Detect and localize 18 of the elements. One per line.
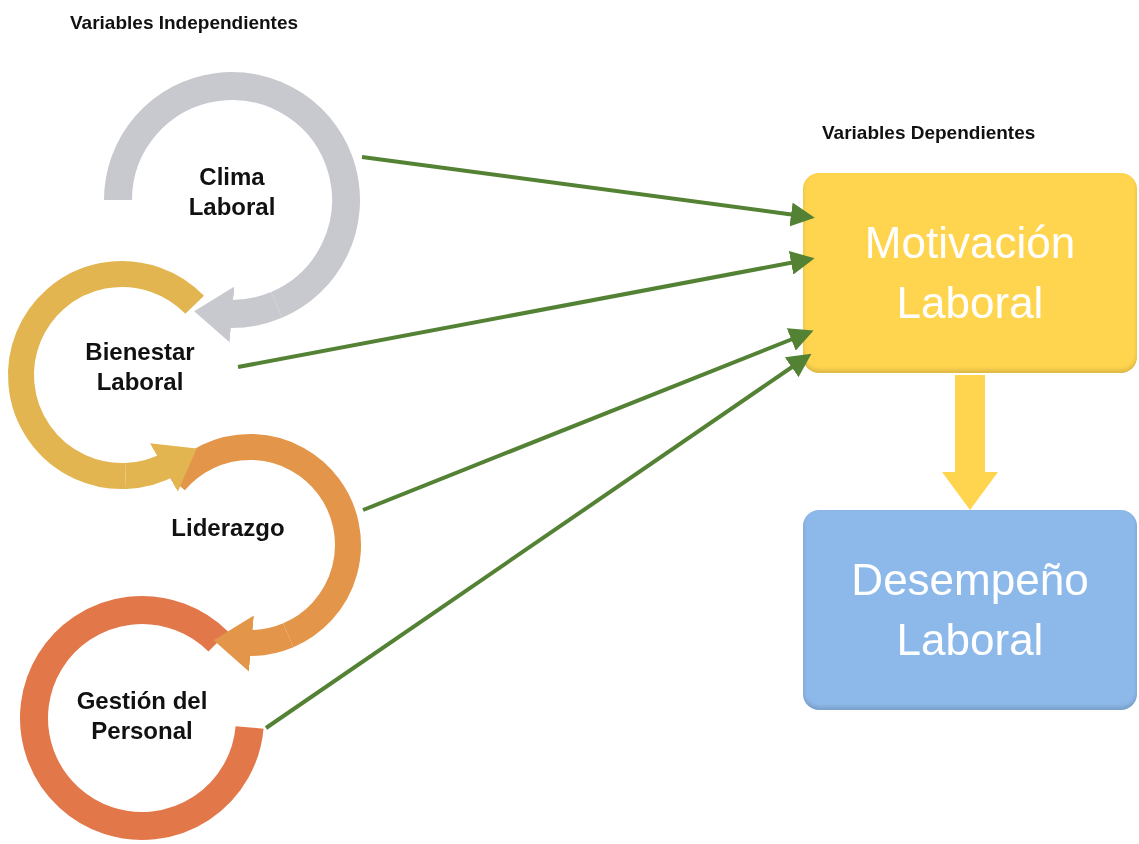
node-label: Clima Laboral xyxy=(187,162,277,222)
node-label: Bienestar Laboral xyxy=(84,337,196,397)
process-box xyxy=(803,510,1137,710)
arrow xyxy=(362,328,814,512)
arrow xyxy=(237,250,815,369)
block-arrow xyxy=(124,441,198,492)
process-box xyxy=(803,173,1137,373)
arrow xyxy=(361,155,815,227)
block-arrow xyxy=(942,375,998,510)
section-heading: Variables Dependientes xyxy=(822,122,1036,144)
arrow xyxy=(264,353,812,730)
block-arrow xyxy=(194,285,282,342)
node-label: Motivación Laboral xyxy=(863,217,1077,329)
block-arrow xyxy=(213,614,293,671)
node-label: Liderazgo xyxy=(170,513,286,543)
node-label: Desempeño Laboral xyxy=(850,554,1090,666)
node-label: Gestión del Personal xyxy=(75,686,209,746)
section-heading: Variables Independientes xyxy=(70,12,299,34)
